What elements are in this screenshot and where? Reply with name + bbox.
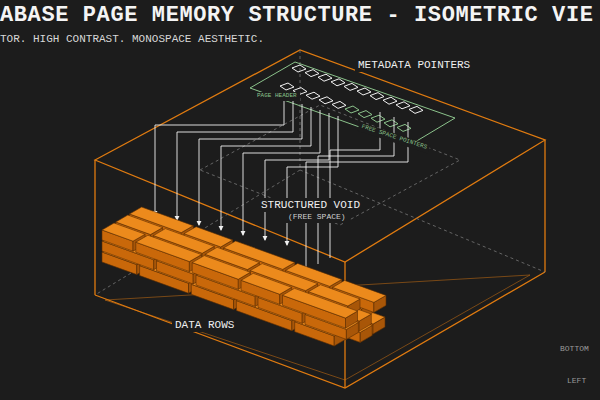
pointer-slot [358,111,372,118]
pointer-slot [332,101,346,108]
section-label: (FREE SPACE) [285,212,349,223]
metadata-region [250,62,455,145]
row-top [241,273,292,294]
pointer-slot [397,124,411,131]
axis-label: LEFT [567,377,586,386]
section-label: STRUCTURED VOID [258,198,363,212]
pointer-slot [305,70,319,77]
row-top [283,288,358,318]
pointer-slot [384,120,398,127]
pointer-slot [370,93,384,100]
pointer-slot [331,79,345,86]
axis-label: BOTTOM [560,345,589,354]
row-top [136,235,202,261]
pointer-slot [371,115,385,122]
pointer-slot [357,88,371,95]
pointer-slot [396,102,410,109]
section-label: DATA ROWS [172,318,237,332]
pointer-slot [344,83,358,90]
section-label: METADATA POINTERS [355,58,473,72]
void-guides [95,50,545,295]
leader-line [318,117,394,264]
page-title: ABASE PAGE MEMORY STRUCTURE - ISOMETRIC … [0,4,594,28]
leader-line [306,122,408,270]
pointer-slot [306,92,320,99]
row-top [192,256,250,280]
pointer-slot [280,83,294,90]
pointer-slot [319,97,333,104]
pointer-slot [409,106,423,113]
row-top [102,223,145,241]
data-row-blocks [102,207,386,346]
part-label: PAGE HEADER [254,92,300,101]
subtitle: TOR. HIGH CONTRAST. MONOSPACE AESTHETIC. [0,33,264,45]
pointer-slot [383,97,397,104]
pointer-slots [280,65,423,131]
page-outline [95,50,545,388]
pointer-slot [318,74,332,81]
pointer-slot [345,106,359,113]
pointer-slot [292,65,306,72]
